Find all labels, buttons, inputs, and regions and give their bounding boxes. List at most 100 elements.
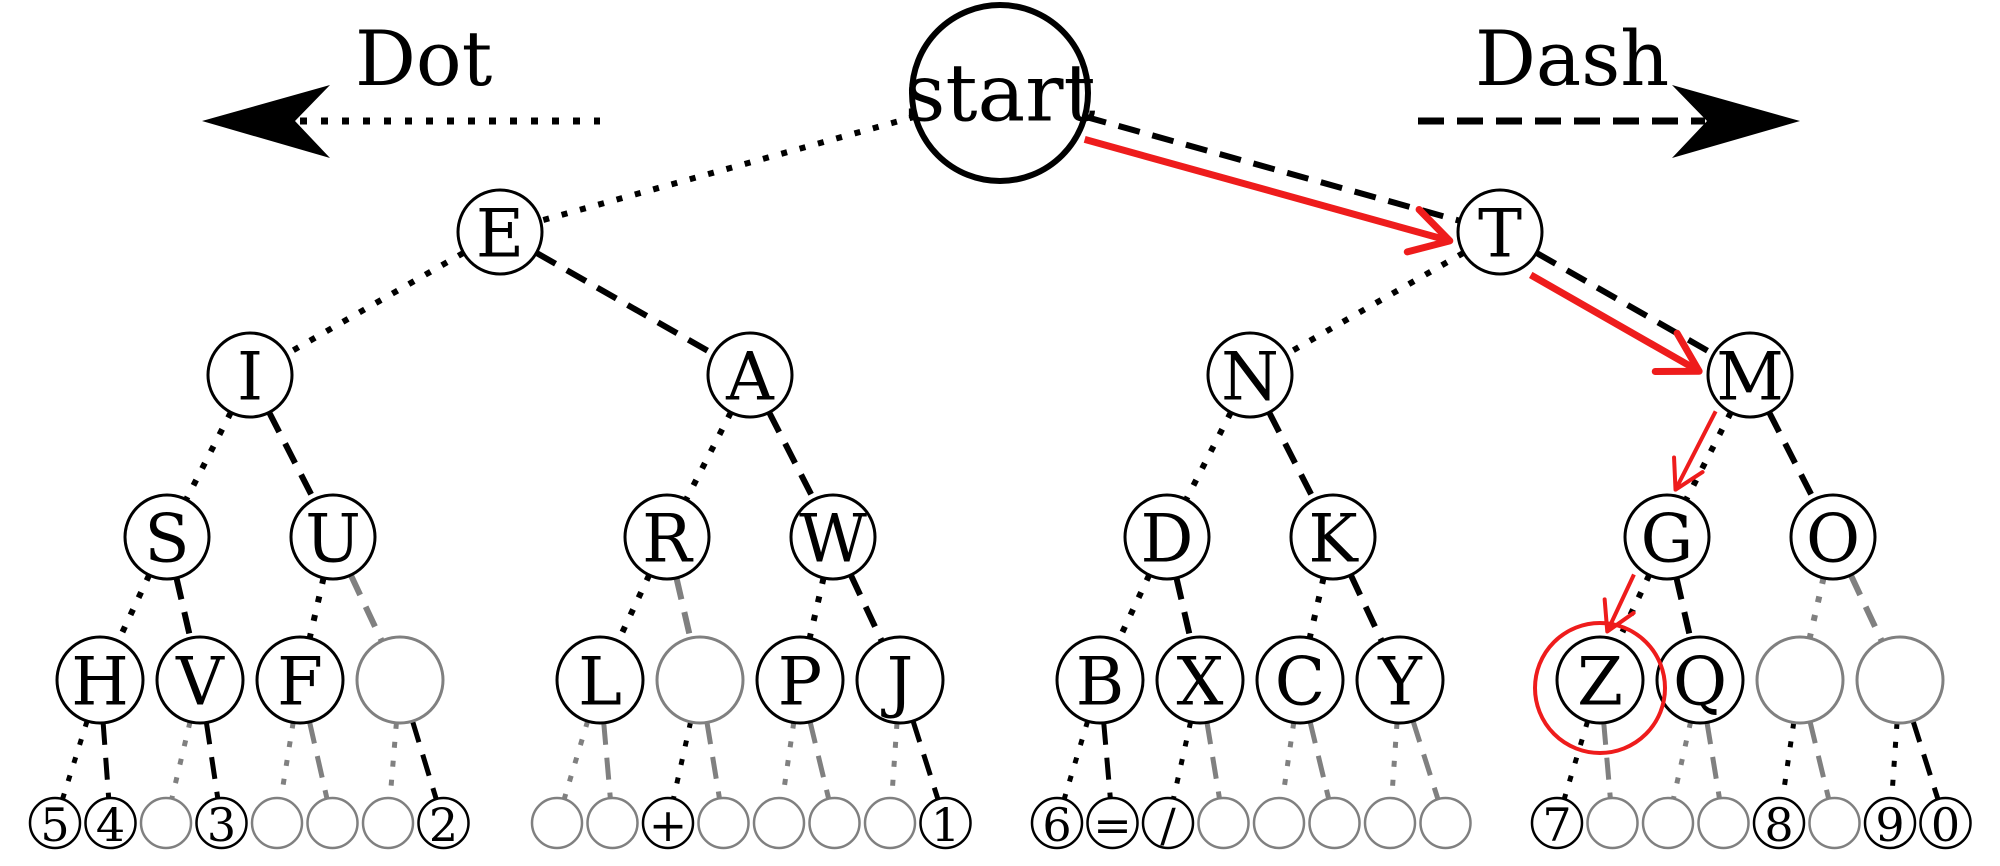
highlight-target-ring	[1533, 621, 1667, 755]
empty-node	[1641, 796, 1695, 850]
node-circle	[123, 493, 211, 581]
node-circle	[250, 796, 304, 850]
highlight-arrow	[1605, 573, 1636, 633]
node-label: C	[1275, 644, 1326, 721]
node-T: T	[1456, 188, 1544, 276]
highlight-arrowhead	[1672, 455, 1705, 492]
node-label: Z	[1577, 644, 1623, 721]
dot-edge	[889, 722, 900, 799]
node-label: N	[1221, 339, 1279, 416]
node-label: 3	[207, 798, 236, 852]
node-label: /	[1160, 798, 1176, 852]
empty-node	[586, 796, 639, 850]
node-label: =	[1093, 798, 1132, 852]
node-E: E	[456, 188, 544, 276]
empty-node	[530, 796, 584, 850]
node-C: C	[1255, 635, 1345, 725]
node-circle	[361, 796, 415, 850]
dash-edge	[1204, 722, 1222, 799]
node-label: 7	[1542, 798, 1571, 852]
dot-edge	[1280, 722, 1297, 799]
node-M: M	[1706, 331, 1794, 419]
empty-node	[139, 796, 193, 850]
node-circle	[1086, 796, 1139, 850]
node-circle	[919, 796, 972, 850]
node-circle	[1055, 635, 1145, 725]
node-label: K	[1308, 501, 1359, 578]
node-label: 4	[96, 798, 125, 852]
dot-edge	[806, 577, 827, 639]
empty-node	[655, 635, 745, 725]
node-circle	[206, 331, 294, 419]
node-circle	[1355, 635, 1445, 725]
node-circle	[139, 796, 193, 850]
legend-dash: Dash	[1418, 14, 1800, 158]
empty-node	[1197, 796, 1250, 850]
node-circle	[1863, 796, 1917, 850]
empty-node	[1586, 796, 1639, 850]
dot-edge	[169, 721, 193, 800]
node-circle	[555, 635, 645, 725]
dot-edge	[1683, 411, 1734, 501]
dash-edge	[848, 573, 885, 643]
node-circle	[84, 796, 137, 850]
start-node: start	[904, 2, 1096, 184]
node-P: P	[755, 635, 845, 725]
node-8: 8	[1752, 796, 1806, 852]
dot-edge	[1561, 720, 1591, 800]
node-label: Q	[1673, 644, 1727, 721]
node-D: D	[1123, 493, 1211, 581]
node-3: 3	[195, 796, 248, 852]
empty-node	[1855, 635, 1945, 725]
dot-edge	[387, 722, 399, 799]
node-circle	[1419, 796, 1472, 850]
node-label: D	[1141, 501, 1194, 578]
dot-edge	[1780, 722, 1797, 799]
node-K: K	[1289, 493, 1377, 581]
dash-edge	[704, 722, 722, 799]
highlight-arrow	[1083, 136, 1451, 245]
node-label: X	[1177, 644, 1224, 721]
node-circle	[1706, 331, 1794, 419]
node-/: /	[1141, 796, 1195, 852]
node-label: V	[175, 644, 225, 721]
dot-edge	[1061, 720, 1091, 800]
dash-edge	[203, 722, 221, 799]
node-circle	[1123, 493, 1211, 581]
empty-node	[1755, 635, 1845, 725]
tree-edges	[60, 113, 1941, 800]
dash-edge	[1307, 721, 1332, 800]
empty-node	[361, 796, 415, 850]
node-circle	[289, 493, 377, 581]
dash-edge	[534, 250, 716, 357]
node-circle	[306, 796, 359, 850]
node-2: 2	[417, 796, 470, 852]
node-I: I	[206, 331, 294, 419]
dot-edge	[615, 573, 652, 643]
empty-node	[1252, 796, 1306, 850]
empty-node	[863, 796, 917, 850]
node-circle	[1456, 188, 1544, 276]
dot-edge	[539, 113, 917, 224]
dash-edge	[100, 722, 112, 799]
node-label: 2	[429, 798, 458, 852]
node-circle	[789, 493, 877, 581]
dot-edge	[183, 411, 234, 501]
dash-edge	[766, 411, 817, 501]
node-label: 9	[1875, 798, 1904, 852]
node-circle	[1586, 796, 1639, 850]
node-circle	[586, 796, 639, 850]
dot-edge	[1306, 577, 1327, 639]
node-circle	[855, 635, 945, 725]
node-W: W	[789, 493, 877, 581]
dot-edge	[780, 722, 797, 799]
node-circle	[1789, 493, 1877, 581]
node-label: 8	[1764, 798, 1793, 852]
node-circle	[808, 796, 861, 850]
node-circle	[1155, 635, 1245, 725]
dash-edge	[1673, 577, 1694, 639]
node-label: S	[144, 501, 189, 578]
node-S: S	[123, 493, 211, 581]
legend-dash-label: Dash	[1475, 14, 1669, 103]
